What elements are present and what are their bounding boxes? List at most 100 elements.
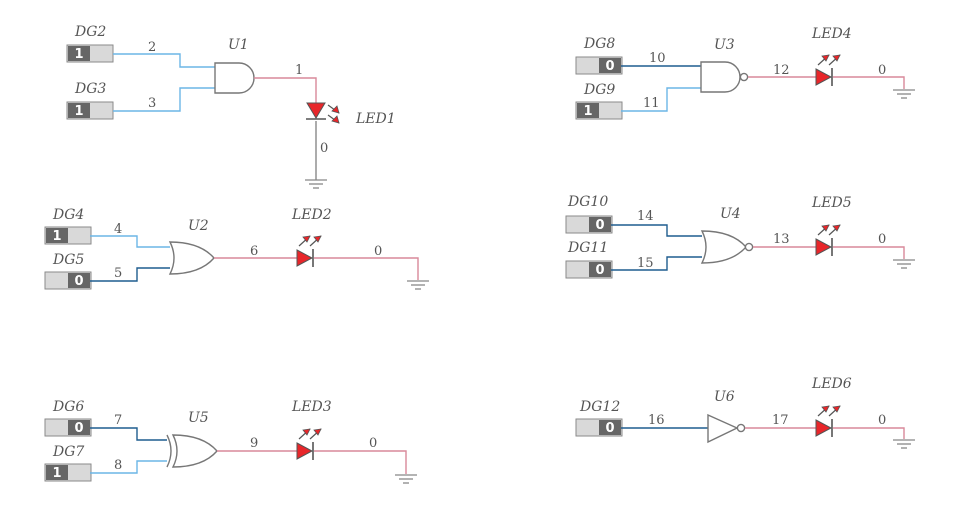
switch-dg6[interactable]: 0 xyxy=(44,418,92,437)
led-ray-arrow xyxy=(821,54,830,62)
gate-u5[interactable] xyxy=(171,434,218,468)
wire-net-2 xyxy=(113,53,215,68)
switch-dg11[interactable]: 0 xyxy=(565,260,613,279)
led-triangle xyxy=(296,249,314,267)
ground-c5 xyxy=(893,259,915,269)
gate-label-u3: U3 xyxy=(714,37,735,53)
switch-dg12[interactable]: 0 xyxy=(575,418,623,437)
led-ray-arrow xyxy=(821,405,830,413)
gate-u3-bubble xyxy=(739,72,749,82)
net-label: 0 xyxy=(878,413,886,428)
gate-label-u2: U2 xyxy=(188,218,209,234)
ground-c3 xyxy=(395,474,417,484)
switch-lever xyxy=(599,58,621,73)
switch-lever xyxy=(68,103,90,118)
net-label: 0 xyxy=(878,232,886,247)
led-ray-arrow xyxy=(313,235,322,243)
switch-label: DG6 xyxy=(52,399,84,415)
wire-net-14 xyxy=(611,224,702,237)
led-ray-arrow xyxy=(832,54,841,62)
led4[interactable] xyxy=(815,54,841,86)
net-label: 0 xyxy=(878,63,886,78)
wire-net-3 xyxy=(113,87,215,112)
net-label: 6 xyxy=(250,244,258,259)
led-triangle xyxy=(815,238,833,256)
switch-lever xyxy=(68,46,90,61)
switch-value: 1 xyxy=(583,104,592,119)
wire-net-4 xyxy=(90,235,170,248)
switch-label: DG12 xyxy=(579,399,620,415)
net-label: 9 xyxy=(250,436,258,451)
led-ray-arrow xyxy=(331,115,340,124)
led-label-led5: LED5 xyxy=(811,195,852,211)
switch-label: DG11 xyxy=(567,240,608,256)
switch-dg4[interactable]: 1 xyxy=(44,226,92,245)
net-label: 12 xyxy=(773,63,790,78)
led-label-led1: LED1 xyxy=(355,111,396,127)
net-label: 0 xyxy=(320,141,328,156)
net-label: 15 xyxy=(637,256,654,271)
net-label: 10 xyxy=(649,51,666,66)
led-ray-arrow xyxy=(331,105,340,114)
switch-dg7[interactable]: 1 xyxy=(44,463,92,482)
net-label: 5 xyxy=(114,266,122,281)
net-label: 11 xyxy=(643,96,660,111)
switch-dg9[interactable]: 1 xyxy=(575,101,623,120)
net-label: 3 xyxy=(148,96,156,111)
ground-c4 xyxy=(893,89,915,99)
switch-dg3[interactable]: 1 xyxy=(66,101,114,120)
switch-value: 0 xyxy=(74,421,83,436)
led-ray-arrow xyxy=(832,405,841,413)
gate-u2[interactable] xyxy=(168,241,215,275)
switch-label: DG9 xyxy=(583,82,615,98)
gate-u6-bubble xyxy=(736,423,746,433)
led5[interactable] xyxy=(815,224,841,256)
gate-label-u1: U1 xyxy=(228,37,249,53)
switch-lever xyxy=(68,420,90,435)
wire-net-0-c4 xyxy=(833,76,905,89)
ground-c2 xyxy=(407,280,429,290)
gate-u6[interactable] xyxy=(707,413,739,444)
net-label: 13 xyxy=(773,232,790,247)
wire-net-8 xyxy=(90,460,167,474)
switch-label: DG10 xyxy=(567,194,608,210)
led3[interactable] xyxy=(296,428,322,460)
gate-u4[interactable] xyxy=(700,230,747,264)
net-label: 2 xyxy=(148,40,156,55)
wire-net-0-c5 xyxy=(833,246,905,259)
switch-lever xyxy=(599,420,621,435)
led-ray-arrow xyxy=(832,224,841,232)
gate-u3[interactable] xyxy=(700,61,741,93)
switch-value: 1 xyxy=(74,47,83,62)
switch-dg10[interactable]: 0 xyxy=(565,215,613,234)
led-triangle xyxy=(815,419,833,437)
switch-lever xyxy=(589,217,611,232)
wire-net-0-c6 xyxy=(833,427,905,439)
led1[interactable] xyxy=(306,102,340,124)
wire-net-5 xyxy=(90,267,170,282)
switch-label: DG7 xyxy=(52,444,84,460)
switch-dg5[interactable]: 0 xyxy=(44,271,92,290)
switch-value: 0 xyxy=(595,263,604,278)
switch-dg8[interactable]: 0 xyxy=(575,56,623,75)
gate-u1[interactable] xyxy=(214,62,255,94)
gate-u5-extra-arc xyxy=(166,434,172,468)
led6[interactable] xyxy=(815,405,841,437)
net-label: 7 xyxy=(114,413,122,428)
led2[interactable] xyxy=(296,235,322,267)
net-label: 8 xyxy=(114,458,122,473)
wire-net-0-c3 xyxy=(314,450,407,474)
led-ray-arrow xyxy=(313,428,322,436)
led-label-led6: LED6 xyxy=(811,376,852,392)
gate-u4-bubble xyxy=(744,242,754,252)
switch-label: DG8 xyxy=(583,36,615,52)
switch-dg2[interactable]: 1 xyxy=(66,44,114,63)
led-ray-arrow xyxy=(821,224,830,232)
switch-value: 0 xyxy=(74,274,83,289)
net-label: 0 xyxy=(374,244,382,259)
wire-net-7 xyxy=(90,427,167,441)
net-label: 14 xyxy=(637,209,654,224)
net-label: 4 xyxy=(114,222,122,237)
ground-c1 xyxy=(305,179,327,189)
